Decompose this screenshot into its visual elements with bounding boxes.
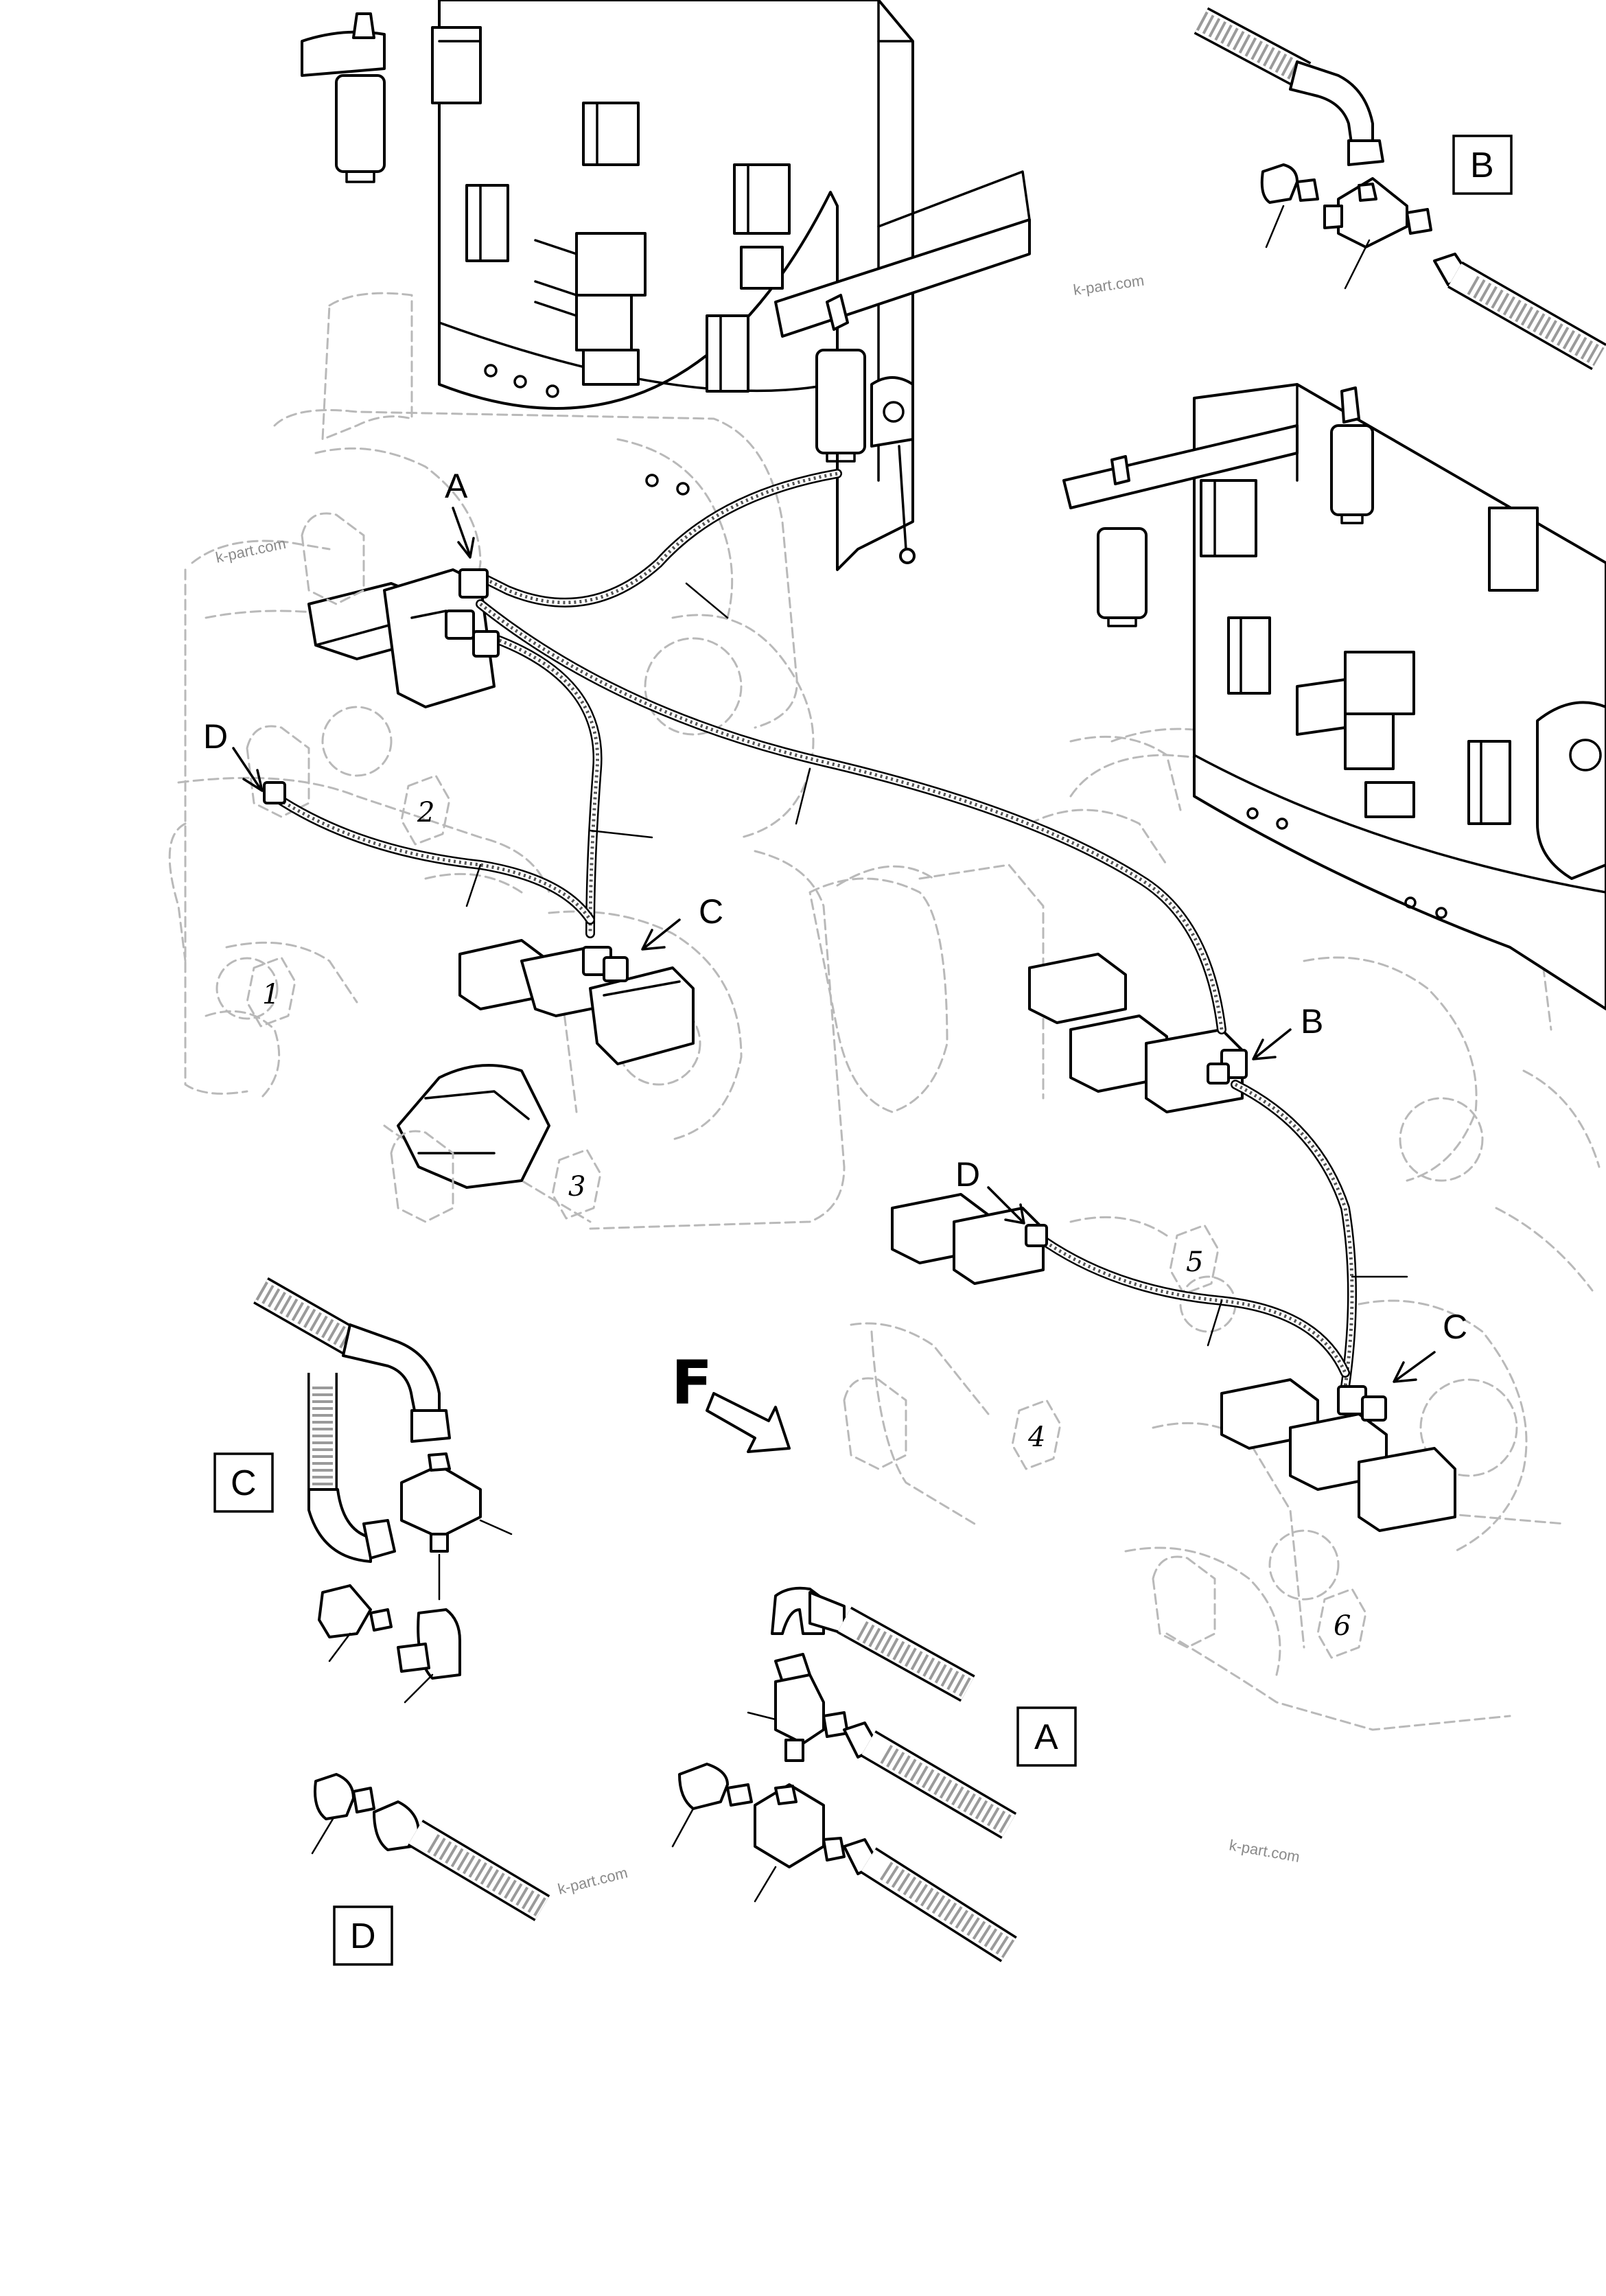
right-control-panel: [1062, 383, 1606, 1010]
detail-a-box: [1016, 1706, 1077, 1767]
forward-letter: F: [671, 1347, 712, 1418]
cylinder-marker-5: 5: [1169, 1224, 1220, 1295]
callout-d-right: D: [955, 1155, 980, 1194]
leader-lines: [465, 582, 1408, 1347]
cylinder-number-markers: 1 2 3 4 5 6: [246, 774, 1367, 1659]
junction-fittings: [263, 568, 1387, 1422]
callout-b: B: [1301, 1002, 1323, 1041]
valve-block-upper-left: [307, 568, 496, 708]
valve-block-lower-left: [397, 939, 695, 1189]
detail-b: B: [1194, 7, 1606, 371]
forward-arrow-icon: [706, 1392, 791, 1453]
watermark: k-part.com: [214, 535, 288, 566]
detail-d: D: [311, 1773, 550, 1966]
main-hose-routing: [270, 469, 1357, 1391]
cylinder-number: 2: [417, 797, 434, 828]
upper-left-control-panel: [301, 0, 1031, 571]
cylinder-number: 3: [568, 1171, 585, 1203]
fitting-a-upper: [458, 568, 489, 599]
detail-a-label: A: [1034, 1717, 1058, 1757]
detail-c-label: C: [231, 1463, 257, 1503]
forward-direction-mark: F: [671, 1347, 791, 1453]
cylinder-number: 1: [262, 979, 279, 1010]
watermark: k-part.com: [1072, 272, 1145, 299]
detail-c: C: [213, 1277, 513, 1704]
cylinder-marker-3: 3: [551, 1148, 602, 1220]
cylinder-marker-6: 6: [1316, 1588, 1367, 1659]
fitting-d-left: [263, 781, 286, 804]
watermark: k-part.com: [1228, 1836, 1301, 1866]
detail-b-box: [1452, 135, 1513, 195]
detail-d-box: [333, 1905, 393, 1966]
callout-letters: A B C C D D: [203, 467, 1467, 1346]
valve-block-mid-right: [891, 953, 1244, 1285]
cylinder-number: 5: [1186, 1246, 1203, 1278]
detail-a: A: [671, 1586, 1077, 1962]
injector-caps: [246, 512, 1216, 1649]
cylinder-number: 4: [1027, 1422, 1045, 1453]
cylinder-marker-2: 2: [400, 774, 451, 846]
fitting-a-tee: [445, 610, 475, 640]
callout-c-right: C: [1443, 1308, 1467, 1346]
callout-arrows: [232, 507, 1436, 1383]
detail-b-label: B: [1470, 146, 1494, 185]
detail-d-label: D: [350, 1916, 376, 1956]
watermark: k-part.com: [556, 1864, 629, 1897]
cylinder-marker-1: 1: [246, 956, 296, 1028]
detail-c-box: [213, 1452, 274, 1513]
callout-a: A: [445, 467, 468, 505]
cylinder-marker-4: 4: [1011, 1399, 1062, 1470]
callout-d-left: D: [203, 717, 228, 756]
fitting-d-right: [1025, 1224, 1048, 1247]
callout-c-left: C: [699, 892, 723, 931]
cylinder-number: 6: [1334, 1610, 1351, 1642]
